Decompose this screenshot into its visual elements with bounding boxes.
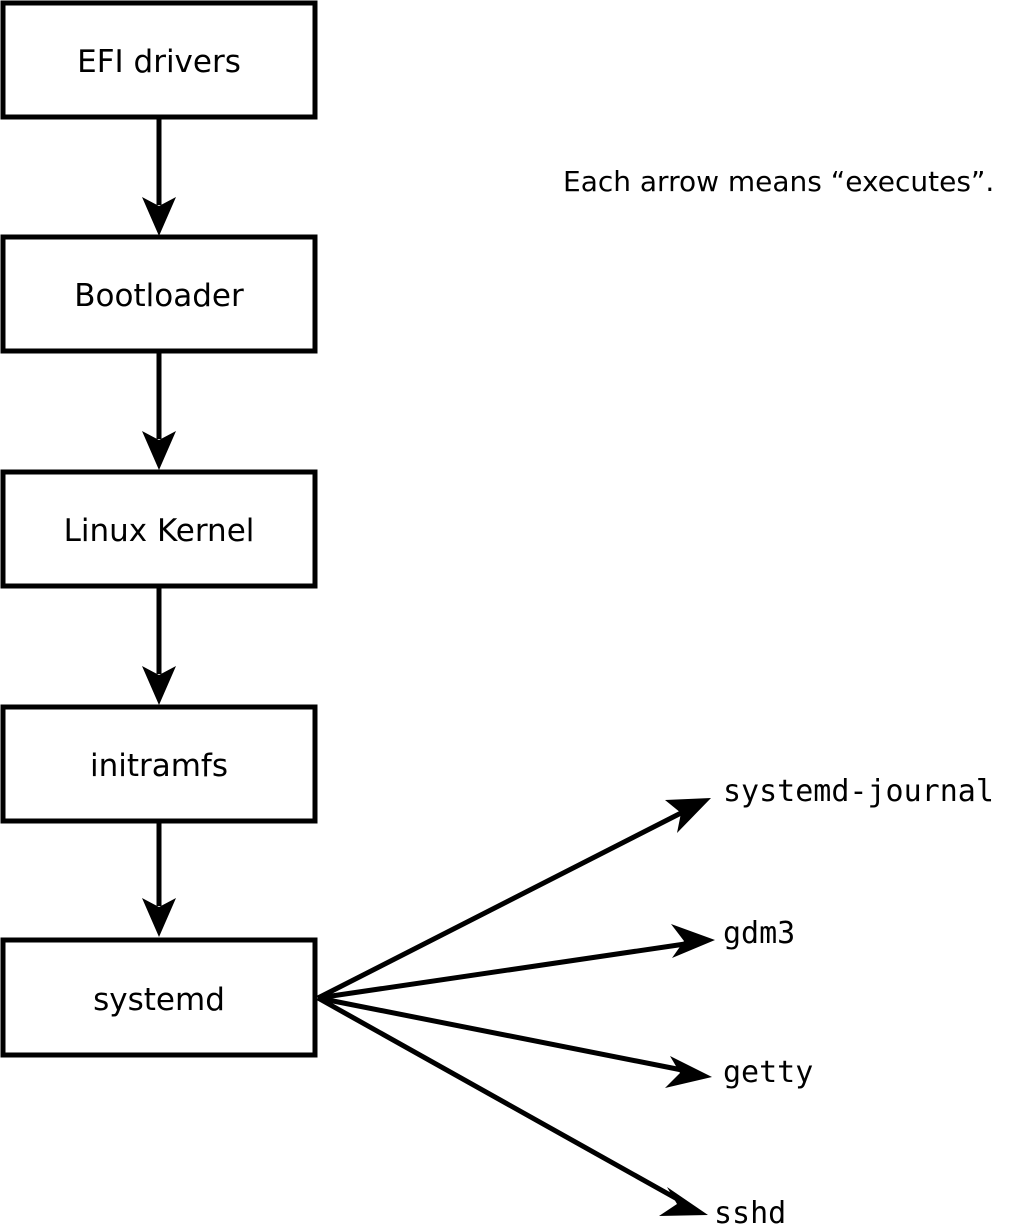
node-label-bootloader: Bootloader [74,278,244,314]
node-label-systemd: systemd [93,982,225,1018]
edge-systemd-to-sshd [316,995,708,1216]
edge-efi-to-bootloader [142,117,176,236]
edge-initramfs-to-systemd [142,823,176,937]
node-initramfs[interactable]: initramfs [0,704,318,824]
node-label-efi-drivers: EFI drivers [77,44,241,80]
leaf-label-sshd[interactable]: sshd [714,1196,786,1230]
leaf-label-gdm3[interactable]: gdm3 [723,916,795,951]
edge-bootloader-to-kernel [142,353,176,470]
edge-systemd-to-systemd-journal [316,798,711,1001]
node-label-initramfs: initramfs [90,748,228,784]
edge-systemd-to-gdm3 [317,924,715,1001]
node-bootloader[interactable]: Bootloader [0,234,318,354]
edge-kernel-to-initramfs [142,588,176,705]
leaf-label-getty[interactable]: getty [723,1055,813,1090]
diagram-caption: Each arrow means “executes”. [563,165,994,198]
edge-systemd-to-getty [317,995,712,1088]
node-linux-kernel[interactable]: Linux Kernel [0,469,318,589]
node-label-linux-kernel: Linux Kernel [64,513,255,549]
node-efi-drivers[interactable]: EFI drivers [0,0,318,120]
node-systemd[interactable]: systemd [0,937,318,1058]
leaf-label-systemd-journal[interactable]: systemd-journal [723,774,994,809]
